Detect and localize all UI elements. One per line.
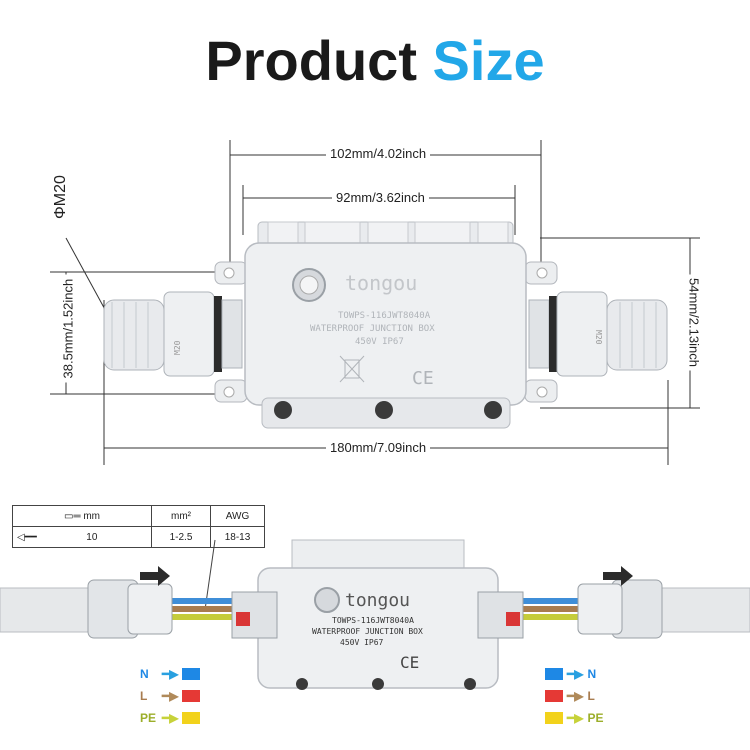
title-word-size: Size [432,29,545,92]
page-title: Product Size [0,28,750,93]
dim-overall-length: 180mm/7.09inch [326,440,431,455]
product-name: WATERPROOF JUNCTION BOX [310,324,435,334]
wire-strip-icon: ▭═ [64,510,81,522]
cross-section-value: 1-2.5 [151,526,211,548]
arrow-icon: ━▶ [567,711,584,725]
legend-right-n: ━▶ N [545,663,603,685]
cable-right [510,579,750,639]
swatch-red [182,690,201,702]
arrow-right-icon [140,566,170,586]
top-product-drawing: tongou TOWPS-116JWT8040A WATERPROOF JUNC… [50,140,700,465]
swatch-blue [545,668,563,680]
title-word-product: Product [205,29,417,92]
arrow-icon: ━▶ [162,711,179,725]
model-number: TOWPS-116JWT8040A [338,311,431,321]
swatch-yellow [545,712,563,724]
left-cable-gland [103,291,243,377]
legend-left-pe: PE ━▶ [140,707,201,729]
legend-right-pe: ━▶ PE [545,707,603,729]
right-cable-gland [528,291,668,377]
gland-label-left: M20 [173,340,182,355]
dim-thread-size: ΦM20 [52,162,70,232]
ce-mark: CE [412,368,434,389]
ce-mark-lower: CE [400,653,419,672]
arrow-icon: ━▶ [162,667,179,681]
product-name-lower: WATERPROOF JUNCTION BOX [312,627,423,636]
junction-box-top [214,221,558,429]
legend-left-n: N ━▶ [140,663,201,685]
wire-icon: ◁━━ [17,531,37,543]
dim-height: 54mm/2.13inch [686,273,702,373]
swatch-yellow [182,712,201,724]
wiring-diagram: tongou TOWPS-116JWT8040A WATERPROOF JUNC… [0,539,750,690]
dim-inner-width: 92mm/3.62inch [332,190,429,205]
voltage-rating: 450V IP67 [355,337,404,347]
legend-right: ━▶ N ━▶ L ━▶ PE [545,663,603,729]
arrow-icon: ━▶ [567,667,584,681]
legend-right-l: ━▶ L [545,685,603,707]
wire-spec-table: ▭═ mm mm² AWG ◁━━10 1-2.5 18-13 [12,505,265,548]
legend-left: N ━▶ L ━▶ PE ━▶ [140,663,201,729]
junction-box-open [231,539,524,690]
swatch-blue [182,668,201,680]
swatch-red [545,690,563,702]
dim-outer-width: 102mm/4.02inch [326,146,431,161]
brand-logo: tongou [345,271,417,295]
voltage-rating-lower: 450V IP67 [340,638,384,647]
weee-bin-icon [339,355,365,383]
arrow-icon: ━▶ [567,689,584,703]
arrow-right-icon [603,566,633,586]
gland-label-right: M20 [594,330,603,345]
legend-left-l: L ━▶ [140,685,201,707]
arrow-icon: ━▶ [162,689,179,703]
brand-logo-lower: tongou [345,590,410,611]
dim-gland-diameter: 38.5mm/1.52inch [60,274,76,383]
awg-value: 18-13 [210,526,265,548]
model-number-lower: TOWPS-116JWT8040A [332,616,414,625]
cable-left [0,579,240,639]
